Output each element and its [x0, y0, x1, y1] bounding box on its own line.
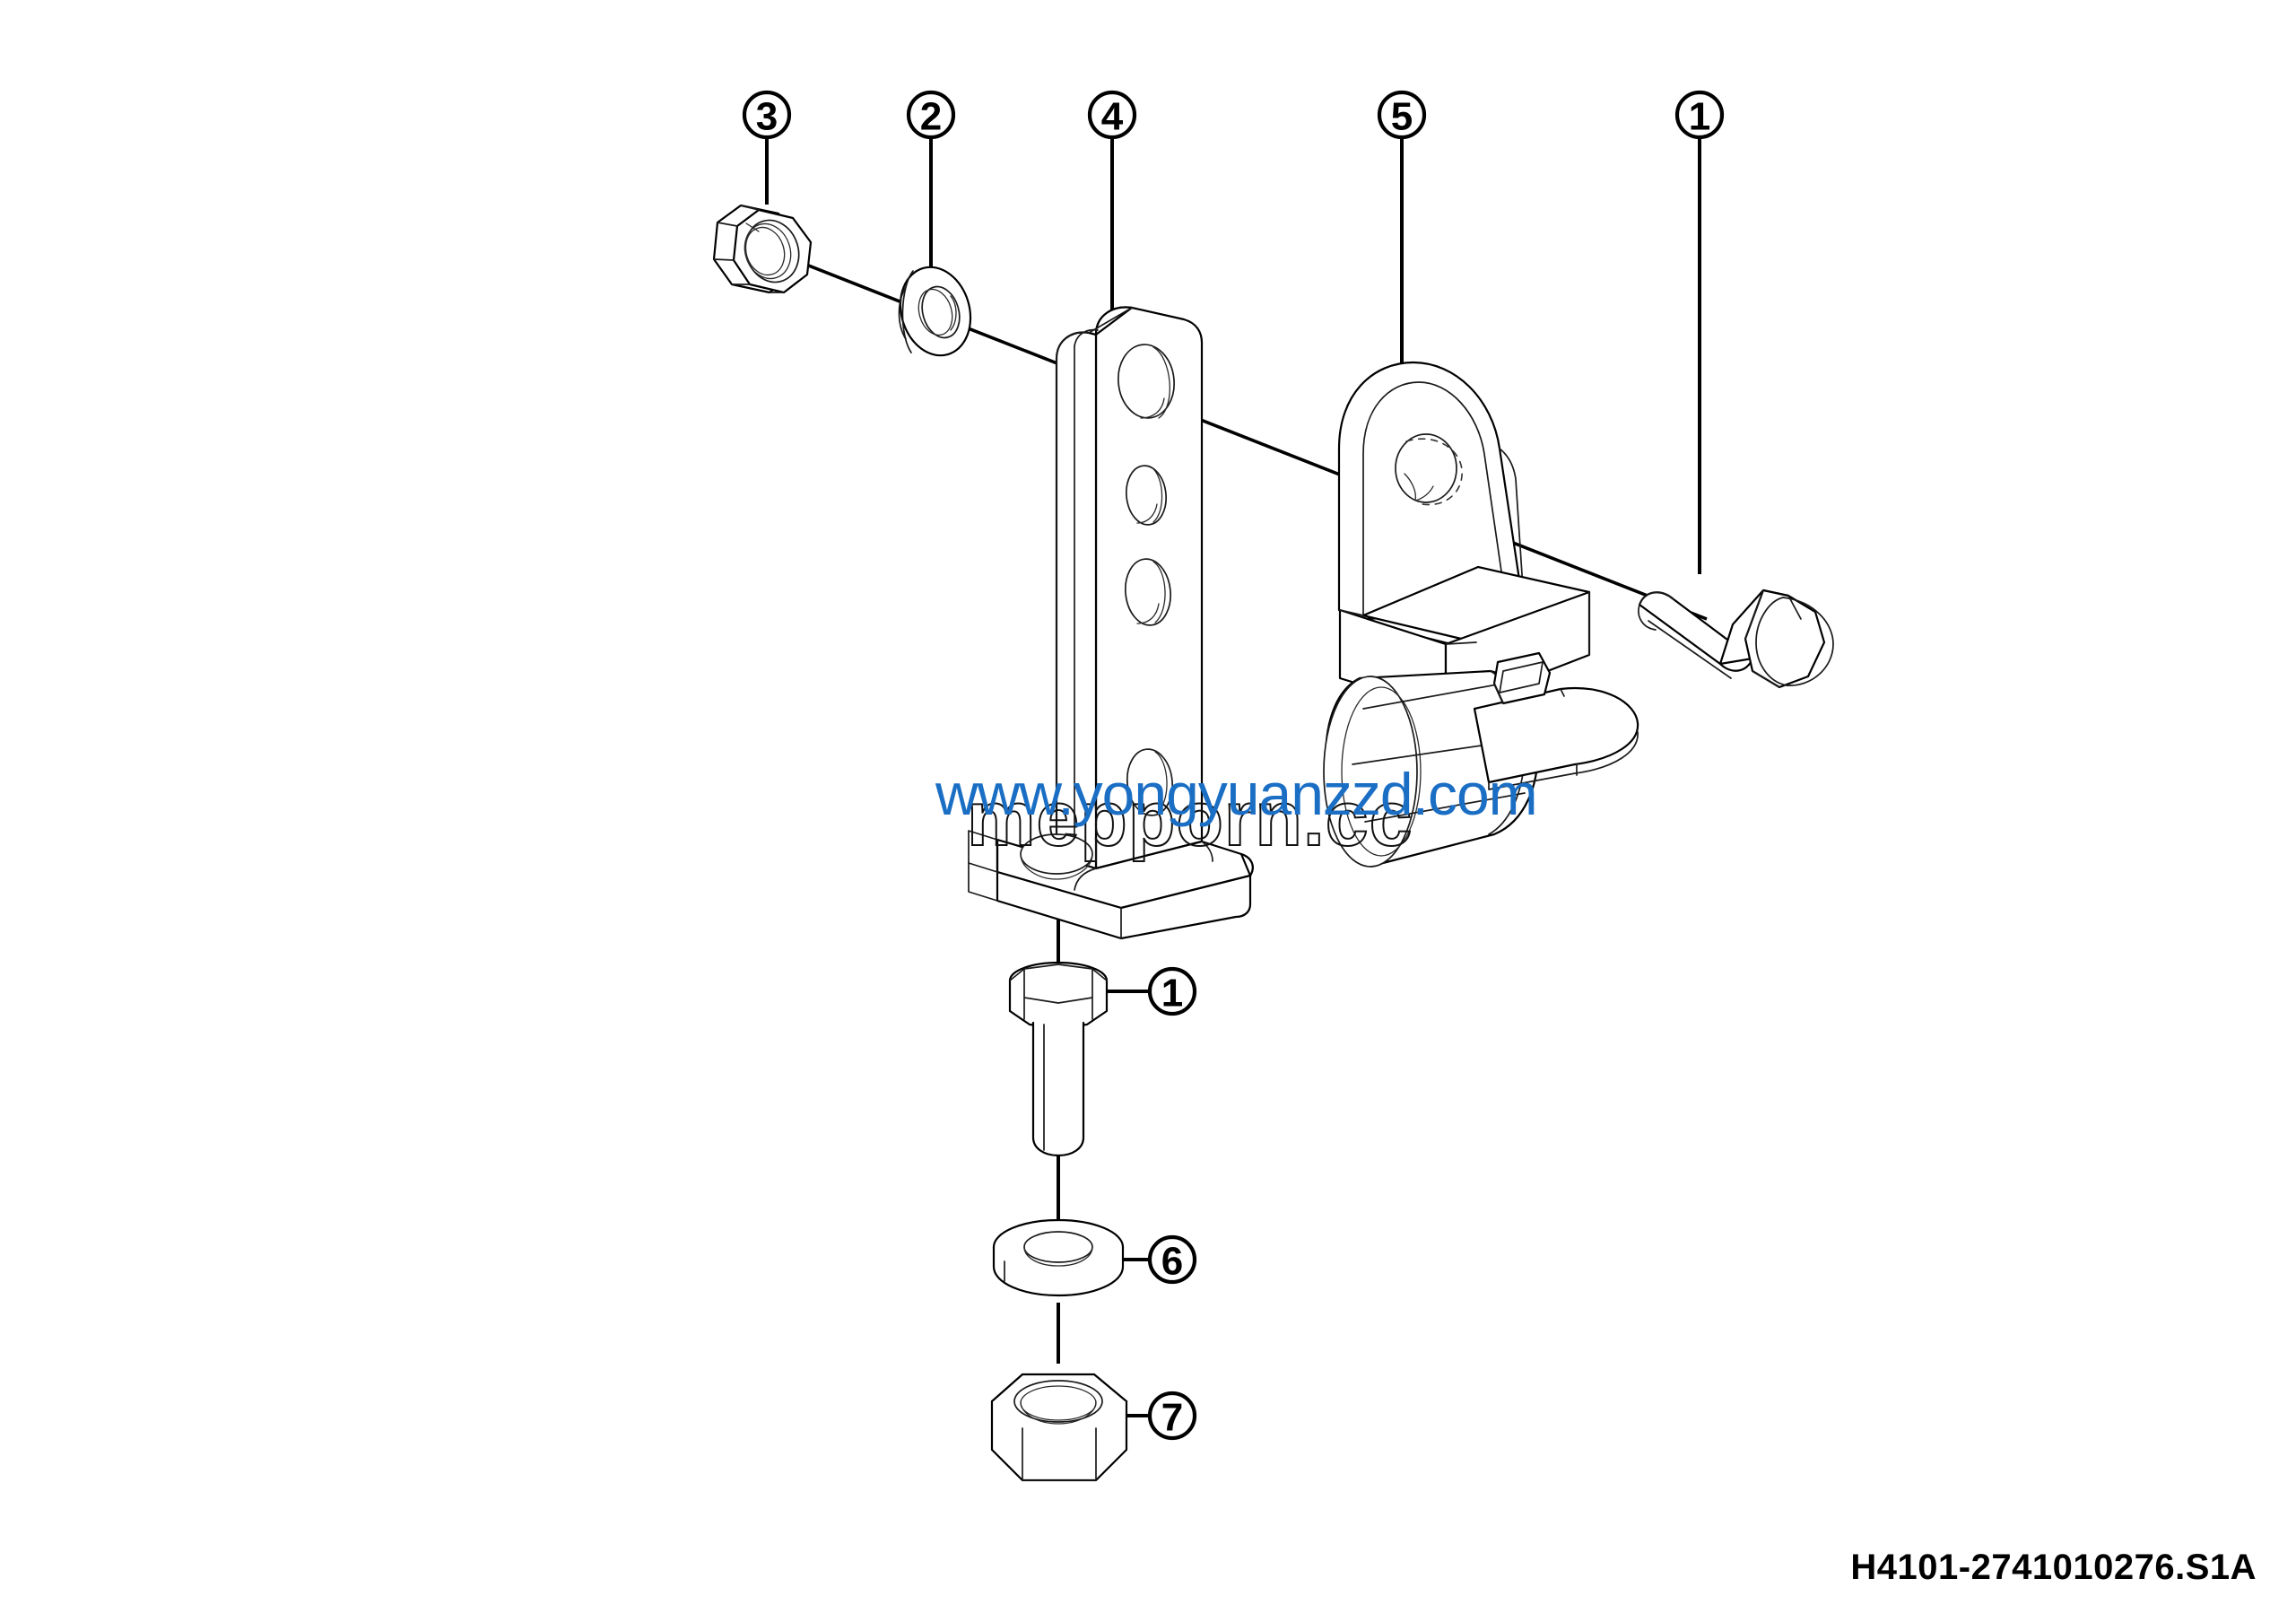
bracket-hole-1-outer: [1118, 344, 1175, 419]
clamp-tab-hole-detail: [1404, 473, 1434, 501]
clamp-tab-thickness: [1499, 448, 1526, 616]
callout-5[interactable]: 5: [1377, 90, 1427, 140]
part-hex-nut-lower: [990, 1373, 1128, 1482]
callout-6-circle[interactable]: [1147, 1234, 1197, 1285]
clamp-band-rib-1: [1362, 681, 1513, 710]
leader-lines-group: [765, 136, 1701, 574]
bracket-foot-hole-bore: [1020, 853, 1093, 880]
bolt-h-head-edge-2: [1752, 670, 1780, 688]
nut-bore-inner: [744, 226, 786, 276]
callout-3-circle[interactable]: [742, 90, 792, 140]
nut-edge-c: [713, 258, 735, 261]
bracket-hole-3-bore-2: [1136, 603, 1160, 624]
callout-6[interactable]: 6: [1147, 1234, 1197, 1285]
part-pipe-clamp: [1323, 361, 1639, 868]
washer-bore-back: [918, 288, 953, 336]
callout-bubbles-group: 3 2 4 5 1 1: [742, 90, 1725, 1441]
bolt-h-shank-edge: [1648, 620, 1732, 679]
bracket-foot-edge-1: [968, 830, 998, 873]
callout-5-label: 5: [1391, 95, 1413, 139]
clamp-band-rib-3: [1364, 792, 1526, 823]
callout-4-circle[interactable]: [1087, 90, 1137, 140]
clamp-saddle-edge-2: [1445, 641, 1477, 645]
callout-1-top[interactable]: 1: [1674, 90, 1725, 140]
clamp-tab-hole: [1395, 433, 1457, 503]
nut-edge-b: [717, 222, 738, 227]
clamp-tab-inner-arch: [1362, 381, 1509, 622]
callout-5-circle[interactable]: [1377, 90, 1427, 140]
bolt-v-shank: [1031, 1021, 1085, 1157]
callout-3[interactable]: 3: [742, 90, 792, 140]
callout-7-label: 7: [1161, 1396, 1183, 1440]
washer-l-bore-bottom: [1023, 1246, 1093, 1267]
clamp-band-opening: [1323, 676, 1418, 868]
callout-7[interactable]: 7: [1147, 1391, 1197, 1441]
bolt-h-head-edge-1: [1744, 589, 1764, 640]
part-hex-nut-upper: [712, 204, 813, 294]
bracket-top-cap: [1056, 307, 1133, 360]
clamp-latch-tongue-underside: [1488, 731, 1639, 790]
clamp-band-bore: [1341, 686, 1422, 857]
part-hex-bolt-vertical: [1008, 961, 1109, 1157]
callout-1-bottom[interactable]: 1: [1147, 966, 1197, 1016]
bolt-v-head-facet-1: [1009, 964, 1108, 981]
washer-thickness-2: [901, 270, 914, 353]
bracket-top-cap-2: [1074, 328, 1099, 347]
clamp-latch-nose: [1560, 688, 1565, 697]
callout-1-top-circle[interactable]: [1674, 90, 1725, 140]
washer-bore-front: [921, 285, 961, 339]
nut-bore-thread-1: [744, 222, 792, 280]
clamp-saddle-edge-1: [1339, 609, 1364, 616]
bracket-foot-edge-2: [968, 862, 998, 902]
callout-2-circle[interactable]: [906, 90, 956, 140]
watermark-secondary: mepporn.cc: [967, 776, 1413, 862]
bolt-v-head-facet-4: [1023, 997, 1093, 1004]
nut-edge-a: [740, 205, 760, 211]
callout-1-bottom-circle[interactable]: [1147, 966, 1197, 1016]
bolt-h-head-face: [1782, 597, 1834, 686]
bolt-h-head-face-2: [1755, 597, 1787, 686]
nut-l-bore-inner: [1020, 1400, 1097, 1425]
bracket-hole-2-outer: [1126, 465, 1167, 526]
bracket-hole-4-outer: [1126, 748, 1174, 816]
washer-l-thickness: [992, 1245, 1125, 1297]
bolt-h-head-chamfer: [1787, 595, 1802, 620]
bracket-hole-1-bore-2: [1140, 397, 1165, 419]
callout-2-label: 2: [920, 95, 942, 139]
callout-1-bottom-label: 1: [1161, 972, 1183, 1016]
washer-l-bore-top: [1023, 1231, 1093, 1263]
bracket-hole-3-outer: [1124, 558, 1172, 626]
nut-l-bore-outer: [1013, 1380, 1103, 1423]
watermark-group: mepporn.cc www.yongyuanzzd.com: [935, 761, 1538, 863]
washer-bore-edge: [950, 295, 957, 331]
part-flat-washer-lower: [992, 1218, 1125, 1297]
bracket-hole-3-bore: [1152, 561, 1166, 624]
clamp-latch-catch-inner: [1499, 661, 1544, 693]
bracket-foot-fillet: [1074, 868, 1097, 891]
bracket-hole-1-bore: [1152, 346, 1170, 419]
part-number-label: H4101-2741010276.S1A: [1850, 1548, 2257, 1587]
part-hex-bolt-horizontal: [1638, 589, 1834, 689]
bracket-hole-2-bore-2: [1136, 503, 1158, 524]
callout-1-top-label: 1: [1689, 95, 1710, 139]
callout-4[interactable]: 4: [1087, 90, 1137, 140]
nut-chamfer: [745, 222, 760, 232]
bracket-hole-4-bore: [1154, 751, 1168, 814]
callout-3-label: 3: [756, 95, 778, 139]
watermark-primary: www.yongyuanzzd.com: [935, 761, 1537, 827]
callout-4-label: 4: [1101, 95, 1124, 139]
bolt-h-end: [1638, 591, 1674, 631]
clamp-latch-catch-edge: [1493, 683, 1504, 704]
callout-6-label: 6: [1161, 1240, 1183, 1284]
part-flat-washer-upper: [898, 266, 972, 357]
bracket-corner-radius: [1201, 841, 1213, 862]
callout-7-circle[interactable]: [1147, 1391, 1197, 1441]
bracket-foot-front: [996, 838, 1254, 940]
clamp-latch-tongue: [1473, 686, 1639, 784]
part-mounting-bracket: [968, 306, 1254, 940]
bracket-hole-2-bore: [1151, 467, 1163, 523]
callout-2[interactable]: 2: [906, 90, 956, 140]
lower-leader-lines-group: [1090, 990, 1151, 1417]
